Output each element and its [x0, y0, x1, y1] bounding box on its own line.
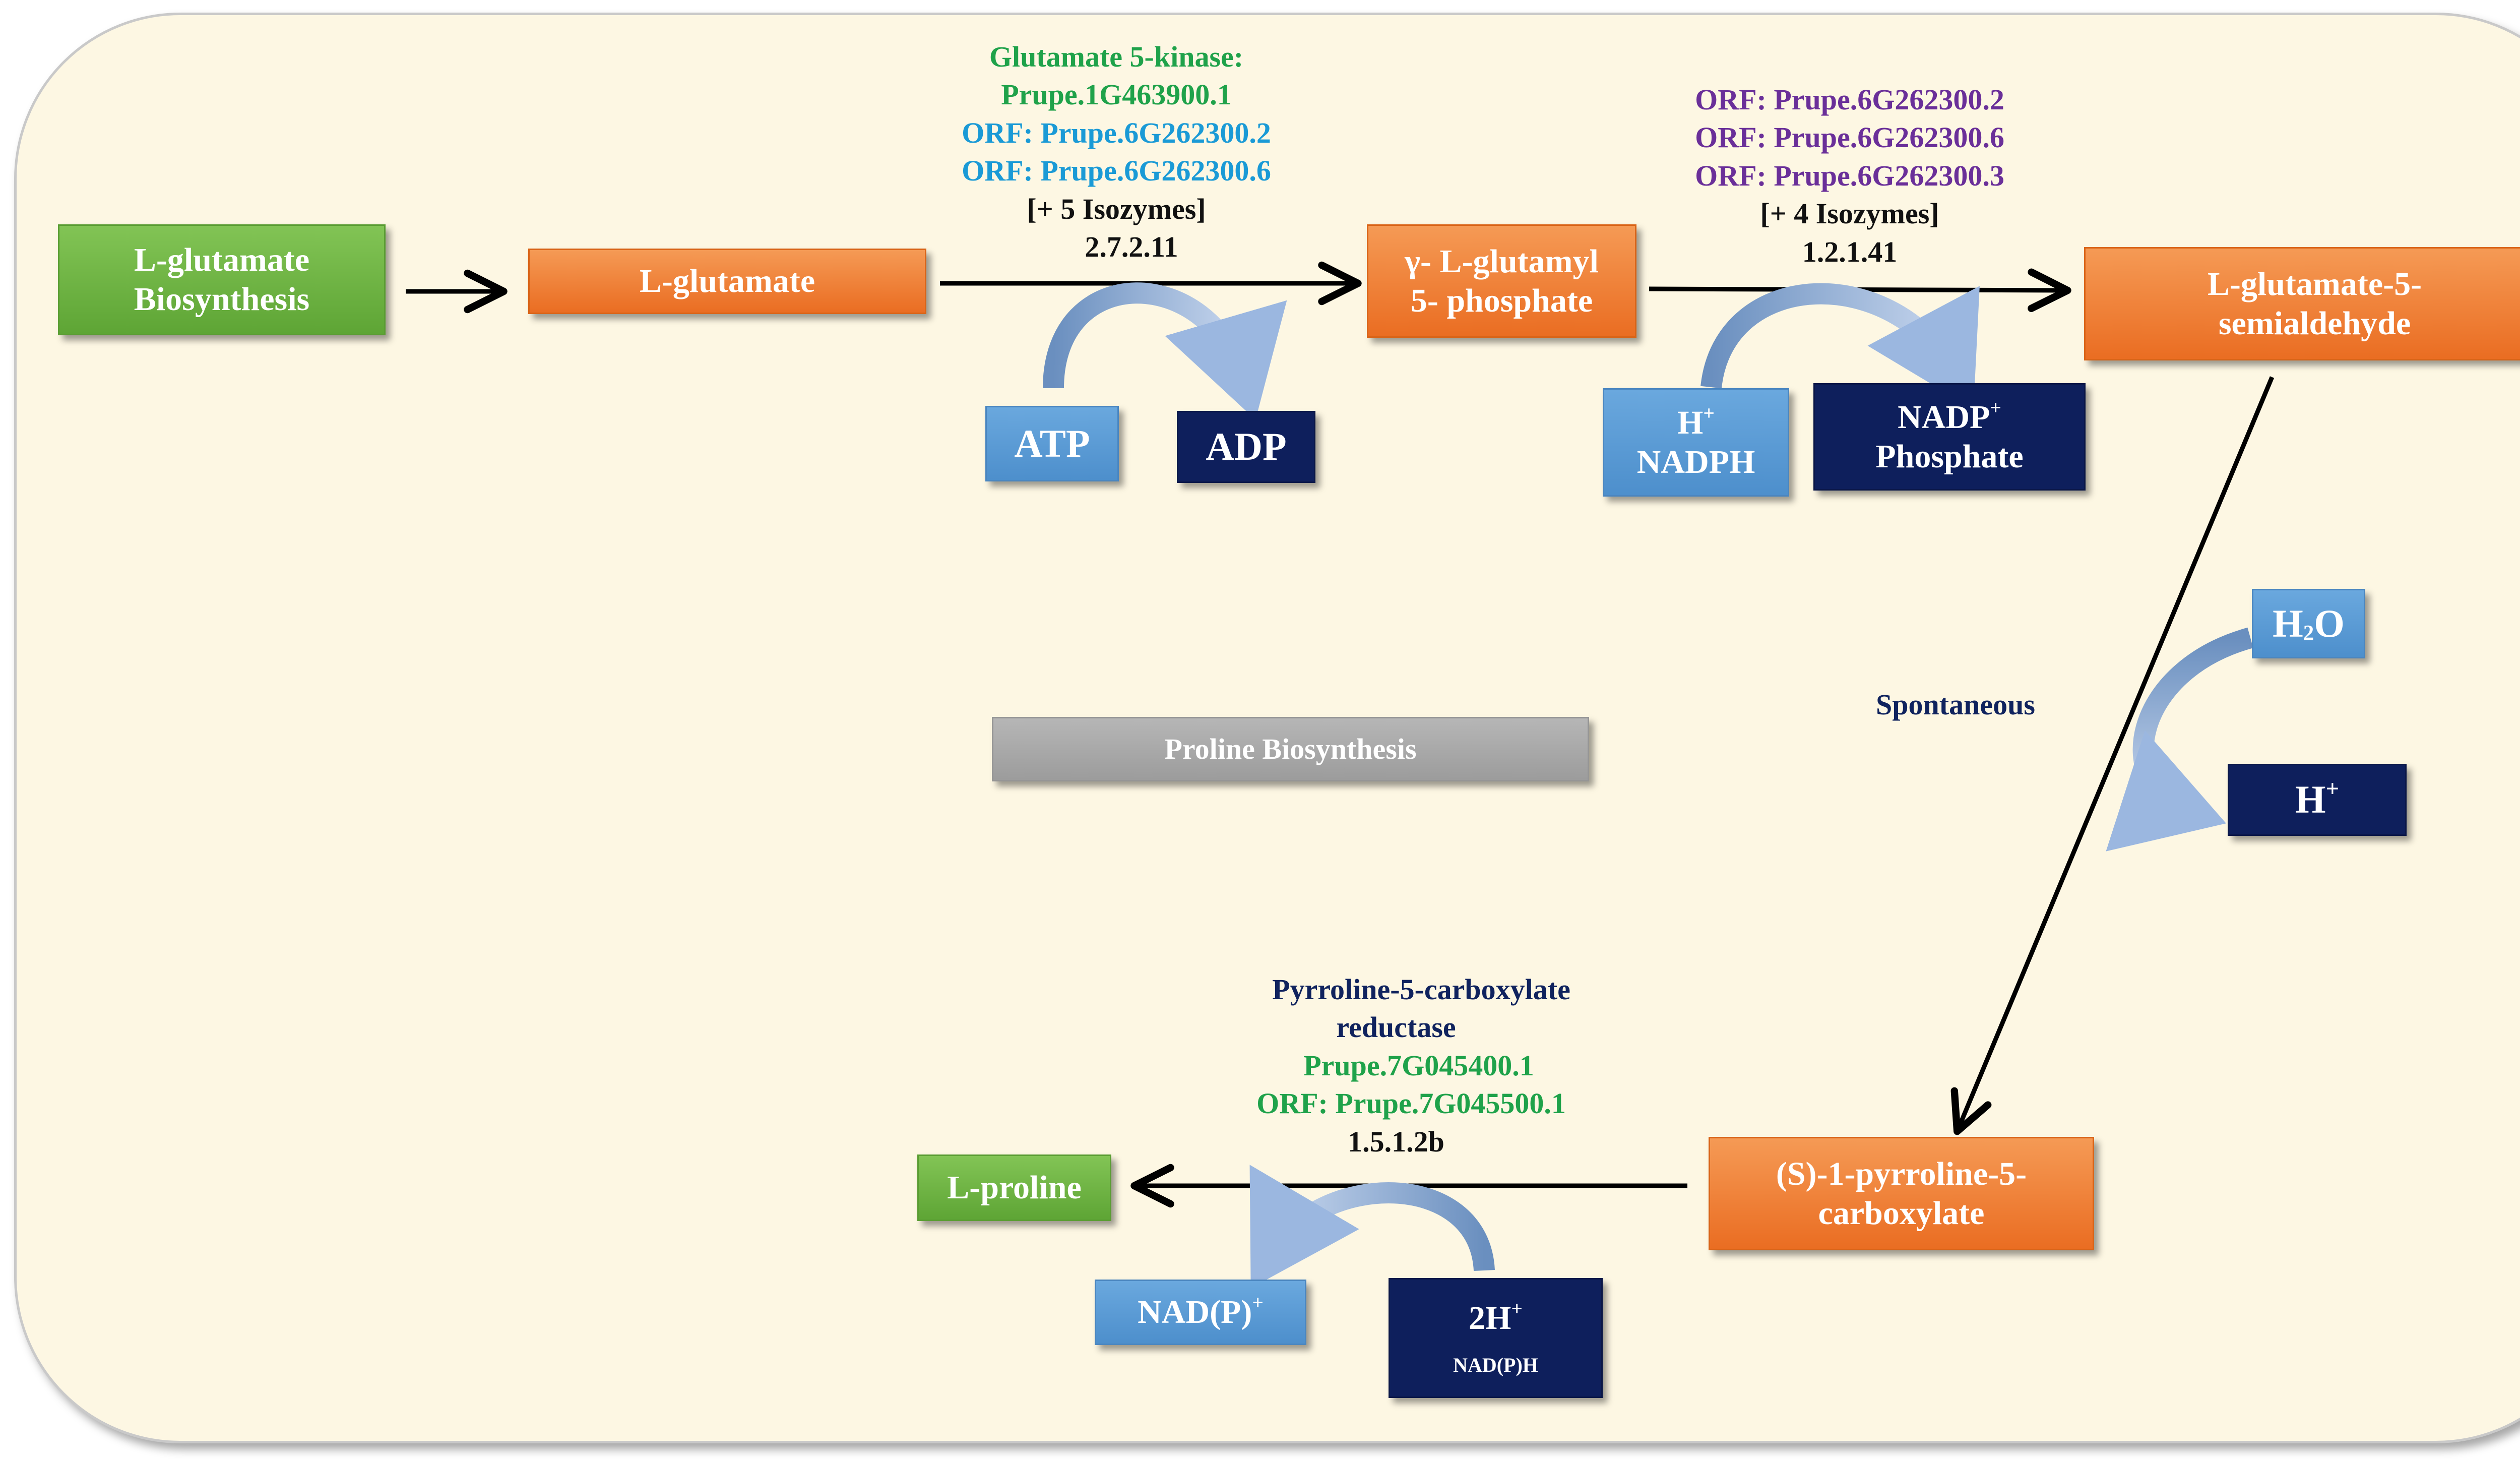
curve-nadph-to-nadp-oxidized: [1249, 1165, 1495, 1289]
step1-orf: ORF: Prupe.6G262300.6: [962, 154, 1271, 188]
cofactor-2hplus-nadph: 2H+ NAD(P)H: [1389, 1278, 1603, 1398]
step4-ec: 1.5.1.2b: [1348, 1125, 1444, 1158]
curve-atp-to-adp: [1043, 282, 1287, 420]
cofactor-water: H2O: [2252, 589, 2365, 658]
step1-ec: 2.7.2.11: [1085, 230, 1178, 263]
step4-annotation: Pyrroline-5-carboxylate reductase Prupe.…: [1169, 970, 1623, 1161]
cofactor-atp: ATP: [985, 406, 1119, 481]
curve-nadph-to-nadp: [1700, 283, 1980, 409]
step4-orf: ORF: Prupe.7G045500.1: [1256, 1087, 1566, 1120]
diagram-title: Proline Biosynthesis: [992, 717, 1589, 781]
cofactor-adp: ADP: [1177, 411, 1315, 483]
step1-isozymes: [+ 5 Isozymes]: [1027, 192, 1206, 225]
node-l-glutamate: L-glutamate: [528, 249, 926, 314]
step1-gene: Prupe.1G463900.1: [1001, 78, 1232, 111]
step4-gene: Prupe.7G045400.1: [1303, 1049, 1534, 1082]
step2-orf: ORF: Prupe.6G262300.2: [1695, 83, 2004, 116]
node-glutamyl-phosphate: γ- L-glutamyl 5- phosphate: [1367, 224, 1636, 338]
node-p5c: (S)-1-pyrroline-5- carboxylate: [1709, 1137, 2094, 1250]
node-glutamate-semialdehyde: L-glutamate-5- semialdehyde: [2084, 247, 2520, 360]
step3-spontaneous: Spontaneous: [1876, 688, 2035, 721]
step2-orf: ORF: Prupe.6G262300.3: [1695, 159, 2004, 192]
cofactor-hplus-2: H+: [2228, 764, 2407, 836]
node-glutamate-biosynthesis: L-glutamate Biosynthesis: [58, 224, 386, 335]
step2-ec: 1.2.1.41: [1802, 235, 1898, 268]
step2-annotation: ORF: Prupe.6G262300.2 ORF: Prupe.6G26230…: [1623, 81, 2076, 271]
step1-enzyme: Glutamate 5-kinase:: [989, 40, 1244, 73]
step4-enzyme: Pyrroline-5-carboxylate: [1272, 973, 1570, 1006]
node-l-proline: L-proline: [917, 1154, 1111, 1221]
step4-enzyme: reductase: [1336, 1011, 1456, 1044]
curve-water-to-hplus: [2106, 627, 2253, 852]
cofactor-nadp-oxidized: NAD(P)+: [1095, 1280, 1306, 1345]
cofactor-hplus-nadph: H+ NADPH: [1603, 388, 1789, 497]
step2-isozymes: [+ 4 Isozymes]: [1760, 197, 1939, 230]
step2-orf: ORF: Prupe.6G262300.6: [1695, 121, 2004, 154]
cofactor-nadp-phosphate: NADP+ Phosphate: [1813, 383, 2086, 491]
step1-orf: ORF: Prupe.6G262300.2: [962, 116, 1271, 149]
step1-annotation: Glutamate 5-kinase: Prupe.1G463900.1 ORF…: [877, 38, 1356, 266]
